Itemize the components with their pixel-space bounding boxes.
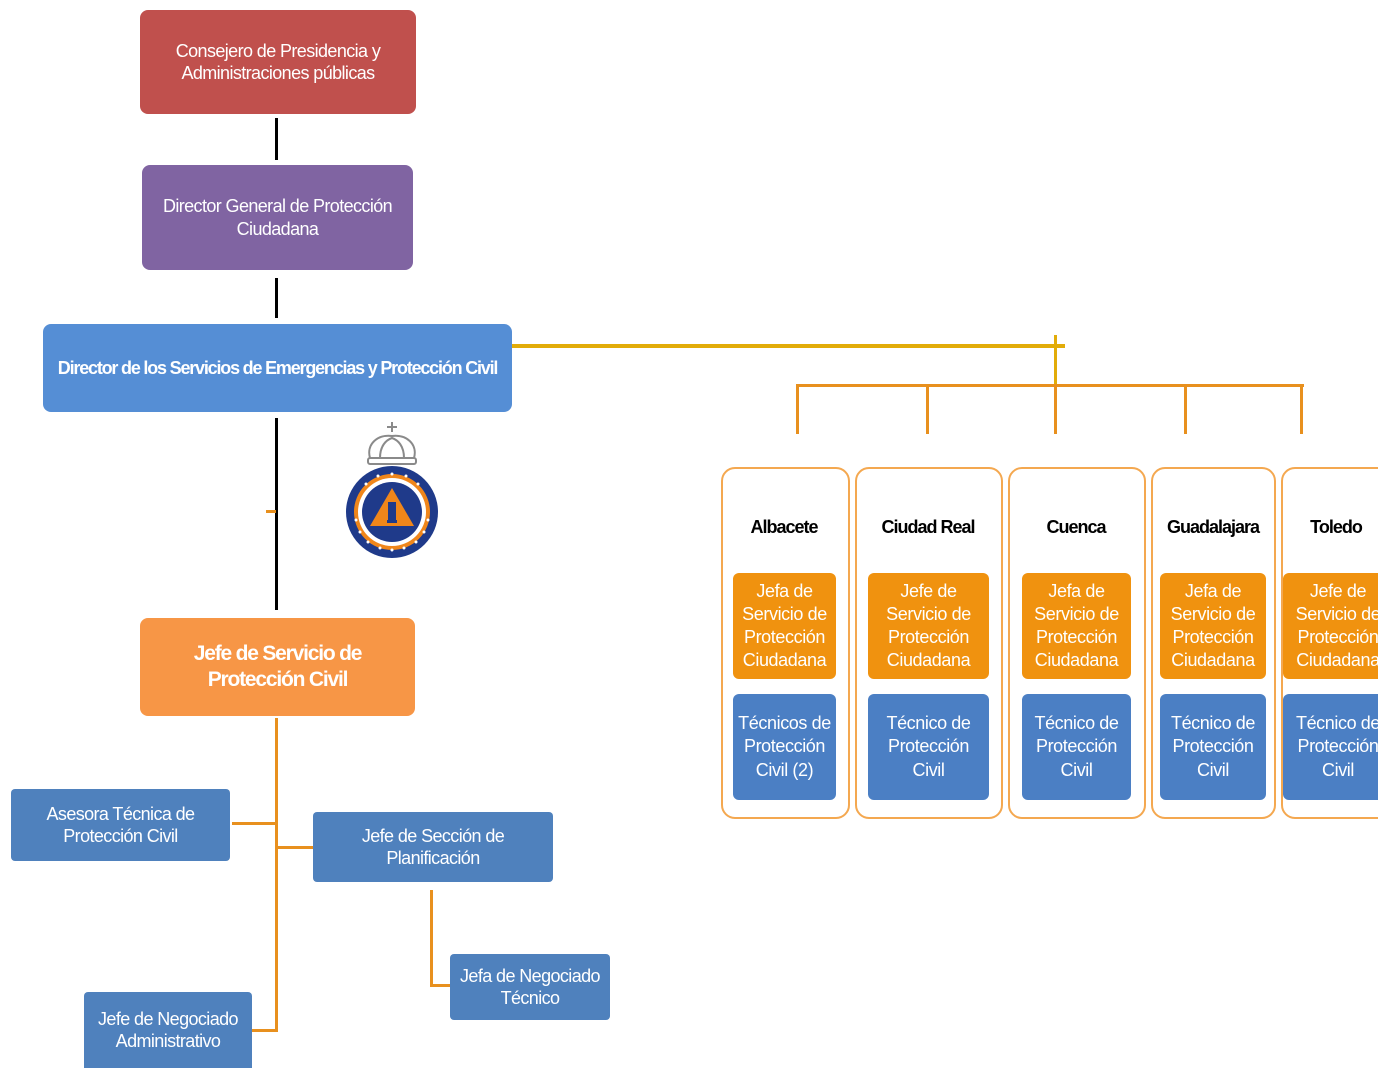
node-director-general: Director General de Protección Ciudadana (142, 165, 413, 270)
province-toledo-title: Toledo (1310, 517, 1363, 537)
connector-servicios-provinces (507, 344, 1065, 348)
node-asesora-label: Asesora Técnica de Protección Civil (46, 803, 196, 847)
node-director-servicios-label: Director de los Servicios de Emergencias… (57, 357, 499, 378)
connector-admin (252, 1029, 278, 1032)
province-toledo-tecnico: Técnico de Protección Civil (1283, 694, 1378, 800)
province-cuenca-title: Cuenca (1046, 517, 1106, 537)
node-jefe-seccion-label: Jefe de Sección de Planificación (361, 825, 505, 869)
connector-albacete (796, 384, 799, 434)
node-jefe-negociado-admin: Jefe de Negociado Administrativo (84, 992, 252, 1068)
connector-seccion (276, 846, 313, 849)
connector-asesora (232, 822, 277, 825)
connector-ciudad-real (926, 384, 929, 434)
province-ciudad-real-tecnico: Técnico de Protección Civil (868, 694, 989, 800)
province-guadalajara-title: Guadalajara (1166, 517, 1260, 537)
node-jefa-negociado-tecnico-label: Jefa de Negociado Técnico (460, 965, 601, 1009)
proteccion-civil-emblem-icon (336, 420, 448, 560)
province-cuenca-tecnico: Técnico de Protección Civil (1022, 694, 1131, 800)
node-asesora: Asesora Técnica de Protección Civil (11, 789, 230, 861)
connector-negociado-tecnico (430, 984, 450, 987)
node-jefe-negociado-admin-label: Jefe de Negociado Administrativo (98, 1008, 239, 1052)
node-jefe-servicio-label: Jefe de Servicio de Protección Civil (193, 641, 363, 691)
province-toledo-jefa: Jefe de Servicio de Protección Ciudadana (1283, 573, 1378, 679)
node-director-general-label: Director General de Protección Ciudadana (162, 196, 393, 239)
node-jefe-servicio: Jefe de Servicio de Protección Civil (140, 618, 415, 716)
connector-stub (266, 510, 276, 513)
connector-servicios-jefe (275, 418, 278, 610)
province-guadalajara-tecnico: Técnico de Protección Civil (1160, 694, 1266, 800)
node-jefa-negociado-tecnico: Jefa de Negociado Técnico (450, 954, 610, 1020)
connector-cuenca (1054, 384, 1057, 434)
connector-jefe-trunk (275, 718, 278, 1032)
province-albacete-title: Albacete (750, 517, 818, 537)
connector-guadalajara (1184, 384, 1187, 434)
node-jefe-seccion: Jefe de Sección de Planificación (313, 812, 553, 882)
province-guadalajara-jefa: Jefa de Servicio de Protección Ciudadana (1160, 573, 1266, 679)
connector-provinces-stem (1054, 335, 1057, 387)
connector-consejero-director (275, 118, 278, 160)
province-albacete-jefa: Jefa de Servicio de Protección Ciudadana (733, 573, 836, 679)
province-albacete-tecnico: Técnicos de Protección Civil (2) (733, 694, 836, 800)
connector-seccion-down (430, 890, 433, 986)
node-consejero-label: Consejero de Presidencia y Administracio… (175, 40, 381, 84)
connector-director-servicios (275, 278, 278, 318)
province-ciudad-real-jefa: Jefe de Servicio de Protección Ciudadana (868, 573, 989, 679)
node-director-servicios: Director de los Servicios de Emergencias… (43, 324, 512, 412)
province-cuenca-jefa: Jefa de Servicio de Protección Ciudadana (1022, 573, 1131, 679)
node-consejero: Consejero de Presidencia y Administracio… (140, 10, 416, 114)
connector-toledo (1300, 384, 1303, 434)
province-ciudad-real-title: Ciudad Real (881, 517, 975, 537)
connector-provinces-bar (796, 384, 1304, 387)
